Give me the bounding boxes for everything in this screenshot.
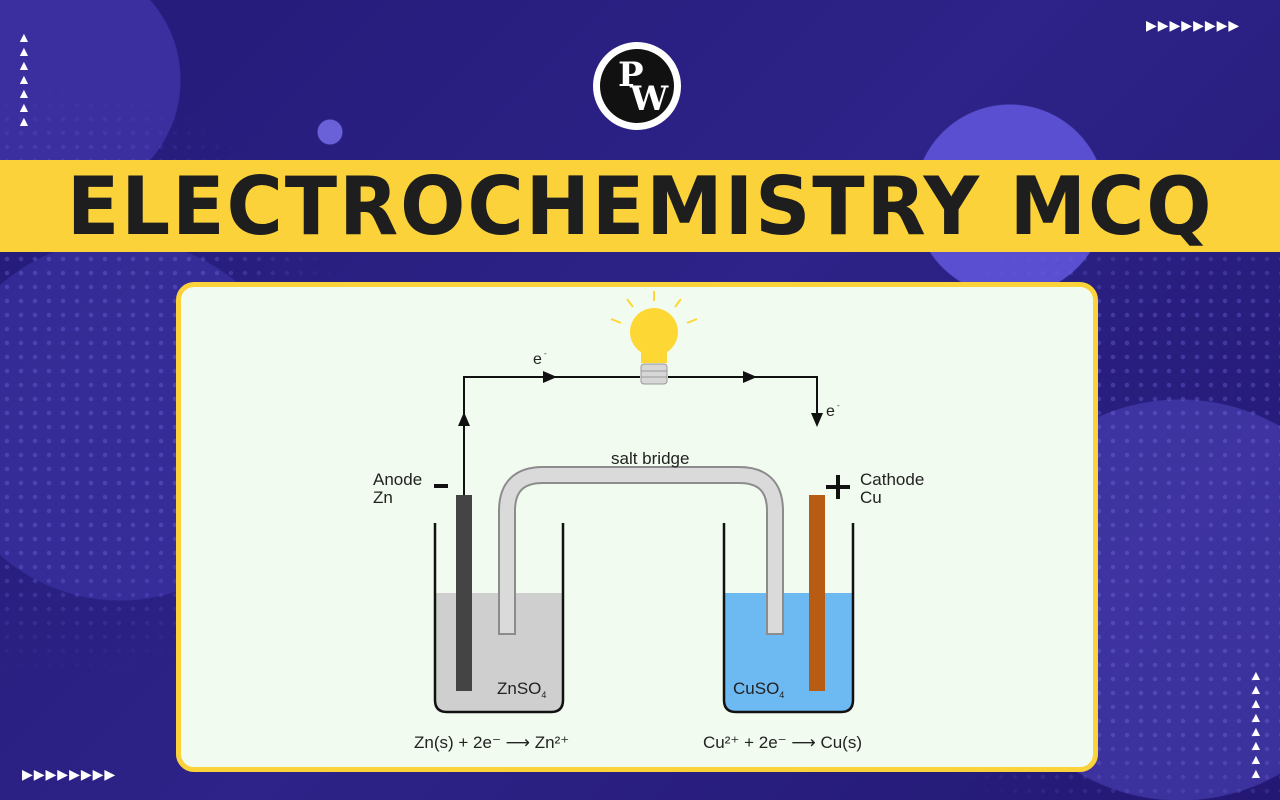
salt-bridge-label: salt bridge [611,449,689,468]
cuso4-subscript: 4 [779,690,784,700]
pw-logo-mark: P W [600,49,674,123]
electron-label-right: e [826,403,835,420]
cuso4-label: CuSO4 [733,679,784,700]
cuso4-formula: CuSO [733,679,779,698]
cathode-label: Cathode [860,470,924,489]
logo-letter-p: P [618,55,644,95]
anode-half-reaction: Zn(s) + 2e⁻ ⟶ Zn²⁺ [414,733,569,752]
copper-electrode [809,495,825,691]
anode-label: Anode [373,470,422,489]
light-bulb-icon [610,291,698,385]
zinc-electrode [456,495,472,691]
diagram-card: e - e - salt bridge Anode [176,282,1098,772]
chevron-up-icon: ▲▲▲▲▲▲▲▲ [1249,667,1264,781]
positive-terminal-icon [826,475,850,499]
pw-logo: P W [593,42,681,130]
electron-flow-arrow [458,412,470,426]
electron-label-top: e [533,351,542,368]
znso4-formula: ZnSO [497,679,541,698]
cathode-half-reaction: Cu²⁺ + 2e⁻ ⟶ Cu(s) [703,733,862,752]
salt-bridge [498,466,784,634]
salt-bridge-legs [498,587,784,635]
znso4-label: ZnSO4 [497,679,546,700]
chevron-right-icon: ▶▶▶▶▶▶▶▶ [22,766,117,782]
title-banner: ELECTROCHEMISTRY MCQ [0,159,1280,253]
electron-flow-arrow [811,413,823,427]
electron-label-right-charge: - [837,401,840,410]
page-title: ELECTROCHEMISTRY MCQ [66,159,1214,253]
electron-flow-arrow [543,371,557,383]
electron-flow-arrow [743,371,757,383]
galvanic-cell-diagram: e - e - salt bridge Anode [373,291,924,752]
chevron-up-icon: ▲▲▲▲▲▲▲ [17,29,32,129]
negative-terminal-icon [434,484,448,488]
logo-letter-w: W [630,79,669,119]
znso4-subscript: 4 [541,690,546,700]
chevron-right-icon: ▶▶▶▶▶▶▶▶ [1146,17,1241,33]
external-circuit-wire [463,376,818,495]
anode-metal: Zn [373,488,393,507]
electron-label-top-charge: - [544,349,547,358]
cathode-metal: Cu [860,488,882,507]
